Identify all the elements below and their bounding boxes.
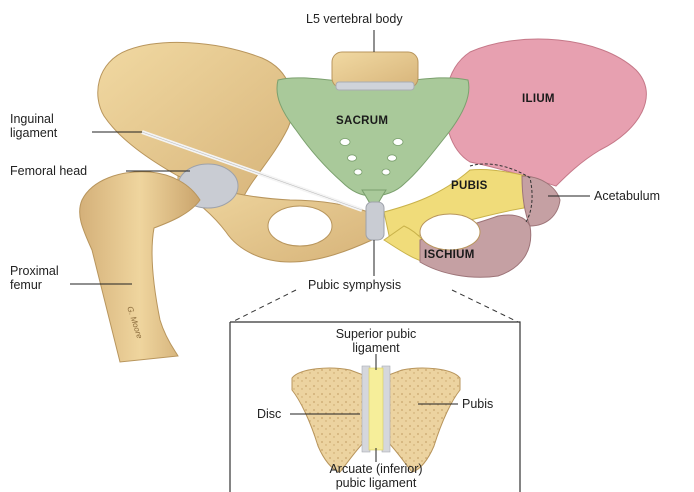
inset-disc xyxy=(369,368,383,450)
acetabulum-label: Acetabulum xyxy=(594,189,660,203)
pubic-symphysis-shape xyxy=(366,202,384,240)
sacrum-shape xyxy=(277,78,469,196)
inguinal-ligament-label: Inguinal ligament xyxy=(10,112,57,140)
disc-label: Disc xyxy=(257,407,281,421)
l5-label: L5 vertebral body xyxy=(306,12,403,26)
right-obturator-foramen xyxy=(420,214,480,250)
superior-pubic-ligament-label: Superior pubic ligament xyxy=(306,327,446,355)
callout-dashed-lines xyxy=(232,290,518,322)
proximal-femur-label: Proximal femur xyxy=(10,264,59,292)
arcuate-line-2: pubic ligament xyxy=(296,476,456,490)
superior-line-1: Superior pubic xyxy=(306,327,446,341)
ilium-shape xyxy=(445,39,646,186)
pubic-symphysis-label: Pubic symphysis xyxy=(308,278,401,292)
proximal-line-2: femur xyxy=(10,278,59,292)
inset-left-pubis xyxy=(292,368,366,472)
inguinal-line-2: ligament xyxy=(10,126,57,140)
inset-right-pubis xyxy=(386,368,460,472)
superior-line-2: ligament xyxy=(306,341,446,355)
l5-disc xyxy=(336,82,414,90)
pubis-inset-label: Pubis xyxy=(462,397,493,411)
femoral-head-label: Femoral head xyxy=(10,164,87,178)
arcuate-ligament-label: Arcuate (inferior) pubic ligament xyxy=(296,462,456,490)
pubis-label: PUBIS xyxy=(451,180,488,192)
ischium-label: ISCHIUM xyxy=(424,249,475,261)
left-obturator-foramen xyxy=(268,206,332,246)
arcuate-line-1: Arcuate (inferior) xyxy=(296,462,456,476)
ilium-label: ILIUM xyxy=(522,93,555,105)
sacrum-label: SACRUM xyxy=(336,115,388,127)
inguinal-line-1: Inguinal xyxy=(10,112,57,126)
proximal-line-1: Proximal xyxy=(10,264,59,278)
